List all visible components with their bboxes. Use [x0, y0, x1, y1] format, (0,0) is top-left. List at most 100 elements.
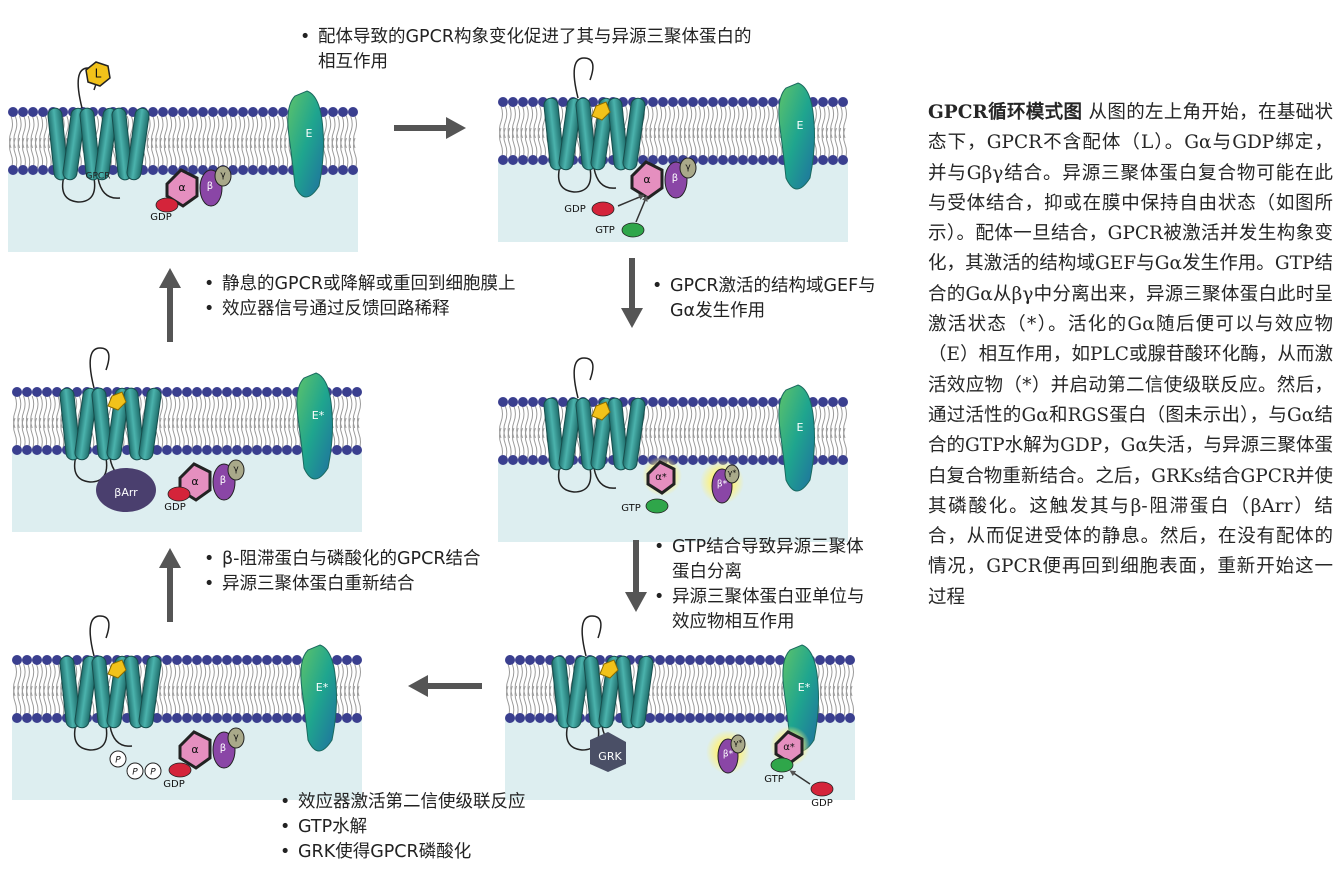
gamma-label: γ	[220, 171, 226, 181]
transmembrane-helix	[607, 97, 629, 171]
transmembrane-helix	[622, 397, 646, 471]
gdp-label: GDP	[150, 212, 171, 223]
effector-label: E	[797, 421, 804, 434]
receptor-loops	[557, 465, 617, 493]
note-right-2-item: 异源三聚体蛋白亚单位与效应物相互作用	[650, 585, 870, 635]
beta-label: β	[207, 181, 213, 192]
g-gamma-subunit	[679, 157, 697, 179]
panel-dissociation: Eα*β*γ*GTP	[498, 357, 848, 542]
gdp-pill	[155, 197, 179, 213]
gpcr-receptor	[59, 347, 162, 483]
grk-label: GRK	[598, 750, 622, 763]
note-left-1-item: 静息的GPCR或降解或重回到细胞膜上	[200, 272, 560, 297]
arrow-up-left-1	[159, 268, 181, 342]
alpha-label: α	[191, 743, 198, 756]
gdp-label: GDP	[811, 798, 832, 809]
phosphate-label: P	[150, 768, 156, 778]
note-bottom-item: GRK使得GPCR磷酸化	[276, 840, 616, 865]
transmembrane-helix	[607, 397, 629, 471]
transmembrane-helix	[123, 387, 145, 461]
gdp-label: GDP	[164, 502, 185, 513]
transmembrane-helix	[59, 387, 81, 461]
grk-shape	[590, 732, 626, 772]
transmembrane-helix	[126, 107, 150, 181]
phosphate-groups: P P P	[109, 750, 162, 780]
transmembrane-helix	[590, 97, 614, 171]
flow-arrows	[159, 117, 647, 697]
transmembrane-helix	[138, 655, 162, 729]
gamma-label: γ*	[728, 469, 737, 478]
transmembrane-helix	[583, 655, 605, 729]
alpha-label: α	[643, 173, 650, 186]
g-protein: α βγ	[630, 157, 697, 200]
effector-label: E*	[798, 681, 811, 694]
transmembrane-helix	[590, 397, 614, 471]
transmembrane-helix	[558, 397, 582, 471]
gamma-label: γ	[685, 163, 691, 173]
gdp-pill	[591, 201, 615, 217]
transmembrane-helix	[47, 107, 69, 181]
beta-label: β	[672, 173, 678, 184]
gdp-pill	[810, 781, 834, 797]
effector: E	[778, 384, 815, 492]
transmembrane-helix	[138, 387, 162, 461]
gdp-label: GDP	[163, 779, 184, 790]
figure-caption: GPCR循环模式图 从图的左上角开始，在基础状态下，GPCR不含配体（L）。Gα…	[928, 98, 1333, 613]
g-alpha-subunit	[165, 168, 199, 208]
arrestin-shape	[96, 468, 156, 512]
note-left-1-item: 效应器信号通过反馈回路稀释	[200, 297, 560, 322]
arrow-right-top	[394, 117, 466, 139]
gtp-pill	[770, 757, 794, 773]
transmembrane-helix	[566, 655, 590, 729]
transmembrane-helix	[111, 107, 133, 181]
arrow-up-left-2	[159, 548, 181, 622]
arrow-down-right-2	[625, 540, 647, 612]
alpha-label: α*	[655, 472, 667, 483]
transmembrane-helix	[551, 655, 573, 729]
gpcr-receptor: GPCR	[47, 67, 150, 203]
transmembrane-helix	[62, 107, 86, 181]
gpcr-receptor	[543, 357, 646, 493]
phosphate-label: P	[132, 768, 138, 778]
transmembrane-helix	[79, 107, 101, 181]
arrow-left-bottom	[408, 675, 482, 697]
phosphate-circle	[126, 762, 144, 780]
transmembrane-helix	[106, 387, 130, 461]
caption-body: 从图的左上角开始，在基础状态下，GPCR不含配体（L）。Gα与GDP绑定，并与G…	[928, 102, 1334, 608]
transmembrane-helix	[615, 655, 637, 729]
transmembrane-helix	[74, 655, 98, 729]
phosphate-circle	[109, 750, 127, 768]
transmembrane-helix	[543, 97, 565, 171]
transmembrane-helix	[575, 397, 597, 471]
effector-shape	[300, 644, 337, 752]
note-left-2-item: 异源三聚体蛋白重新结合	[200, 572, 580, 597]
transmembrane-helix	[91, 655, 113, 729]
transmembrane-helix	[543, 397, 565, 471]
gamma-label: γ	[233, 733, 239, 743]
transmembrane-helix	[74, 387, 98, 461]
gpcr-receptor	[543, 57, 646, 193]
arrestin-label: βArr	[114, 486, 138, 499]
transmembrane-helix	[598, 655, 622, 729]
g-alpha-subunit	[630, 160, 664, 200]
exchange-arrow	[617, 194, 645, 207]
gtp-pill	[621, 222, 645, 238]
transmembrane-helix	[123, 655, 145, 729]
g-gamma-subunit	[227, 459, 245, 481]
note-right-2: GTP结合导致异源三聚体蛋白分离 异源三聚体蛋白亚单位与效应物相互作用	[650, 535, 870, 635]
receptor-n-terminus	[573, 357, 594, 399]
ligand-label: L	[95, 67, 102, 81]
phosphate-label: P	[115, 756, 121, 766]
bound-ligand-star	[591, 101, 611, 121]
g-alpha-subunit	[646, 460, 676, 495]
note-left-2: β-阻滞蛋白与磷酸化的GPCR结合 异源三聚体蛋白重新结合	[200, 547, 580, 597]
gtp-label: GTP	[764, 774, 784, 785]
effector-label: E	[797, 119, 804, 132]
effector-shape	[778, 384, 815, 492]
beta-label: β	[220, 475, 226, 486]
beta-label: β	[220, 743, 226, 754]
